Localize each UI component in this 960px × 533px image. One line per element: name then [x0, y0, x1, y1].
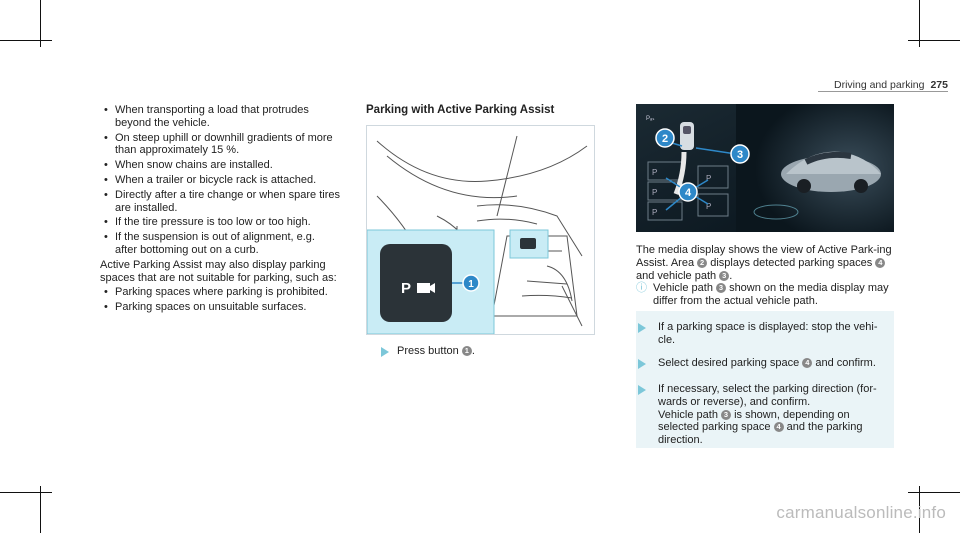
- step-press-button: Press button 1.: [397, 345, 475, 358]
- step-item: If necessary, select the parking directi…: [638, 383, 890, 447]
- watermark: carmanualsonline.info: [776, 503, 946, 522]
- ref-badge: 4: [773, 422, 784, 433]
- ref-badge: 3: [719, 270, 730, 281]
- step-arrow-icon: [638, 385, 646, 395]
- header-rule: [818, 91, 948, 92]
- callout-1: [462, 274, 480, 292]
- button-location: [520, 238, 536, 249]
- callout-3: [730, 144, 750, 164]
- parking-button-closeup: [380, 244, 452, 322]
- ref-badge: 4: [802, 358, 813, 369]
- parking-mark: P: [652, 188, 657, 197]
- page-number: 275: [930, 79, 948, 91]
- vehicle-path: [673, 151, 687, 195]
- step-text: Press button: [397, 345, 459, 357]
- console-illustration: P 1: [366, 125, 595, 335]
- camera-icon: [417, 283, 430, 293]
- list-item: Parking spaces where parking is prohibit…: [100, 286, 340, 299]
- action-steps-panel: If a parking space is displayed: stop th…: [636, 311, 894, 448]
- column-1: When transporting a load that protrudes …: [100, 104, 340, 316]
- crop-mark: [908, 40, 960, 41]
- list-item: If the tire pressure is too low or too h…: [100, 216, 340, 229]
- media-display-description: The media display shows the view of Acti…: [636, 244, 892, 282]
- paragraph: Active Parking Assist may also display p…: [100, 258, 337, 284]
- crop-mark: [40, 0, 41, 47]
- camera-lens-icon: [430, 283, 435, 293]
- list-item: When transporting a load that protrudes …: [100, 104, 340, 130]
- screen-corner-label: Pₐₛ: [646, 116, 654, 122]
- list-item: When a trailer or bicycle rack is attach…: [100, 174, 340, 187]
- crop-mark: [908, 492, 960, 493]
- ref-badge: 4: [875, 257, 886, 268]
- step-arrow-icon: [381, 347, 389, 357]
- ref-badge: 1: [461, 346, 472, 357]
- list-item: If the suspension is out of alignment, e…: [100, 231, 340, 257]
- step-item: Select desired parking space 4 and confi…: [638, 357, 890, 370]
- parking-mark: P: [706, 202, 711, 211]
- step-arrow-icon: [638, 323, 646, 333]
- list-item: Directly after a tire change or when spa…: [100, 189, 340, 215]
- step-item: If a parking space is displayed: stop th…: [638, 321, 890, 347]
- crop-mark: [919, 0, 920, 47]
- center-console-drawing: P 1: [367, 135, 588, 334]
- list-item: When snow chains are installed.: [100, 159, 340, 172]
- section-title: Driving and parking: [834, 79, 925, 91]
- parking-mark: P: [706, 174, 711, 183]
- ref-badge: 3: [721, 409, 731, 420]
- section-heading: Parking with Active Parking Assist: [366, 104, 555, 116]
- parking-mark: P: [652, 168, 657, 177]
- list-item: Parking spaces on unsuitable surfaces.: [100, 301, 340, 314]
- crop-mark: [40, 486, 41, 533]
- parking-mark: P: [652, 208, 657, 217]
- svg-text:4: 4: [685, 187, 692, 199]
- callout-4: [678, 182, 698, 202]
- column-3: The media display shows the view of Acti…: [636, 244, 896, 308]
- step-end: .: [471, 345, 475, 357]
- callout-1-label: 1: [468, 279, 474, 290]
- page-header: Driving and parking 275: [834, 79, 948, 91]
- step-arrow-icon: [638, 359, 646, 369]
- svg-text:2: 2: [662, 133, 668, 145]
- list-item: On steep uphill or downhill gradients of…: [100, 132, 340, 158]
- crop-mark: [0, 40, 52, 41]
- bullet-list-conditions: When transporting a load that protrudes …: [100, 104, 340, 257]
- bullet-list-unsuitable: Parking spaces where parking is prohibit…: [100, 286, 340, 314]
- callout-2: [655, 128, 675, 148]
- crop-mark: [0, 492, 52, 493]
- svg-text:3: 3: [737, 149, 743, 161]
- ref-badge: 3: [716, 283, 726, 294]
- parking-button-symbol: P: [401, 280, 411, 297]
- media-display-image: Pₐₛ P P P P P 2 3: [636, 104, 894, 232]
- parking-assist-screen: Pₐₛ P P P P P 2 3: [636, 104, 894, 232]
- crop-mark: [919, 486, 920, 533]
- info-note: ⓘ Vehicle path 3 shown on the media disp…: [636, 282, 889, 308]
- info-icon: ⓘ: [636, 282, 647, 295]
- ref-badge: 2: [697, 257, 708, 268]
